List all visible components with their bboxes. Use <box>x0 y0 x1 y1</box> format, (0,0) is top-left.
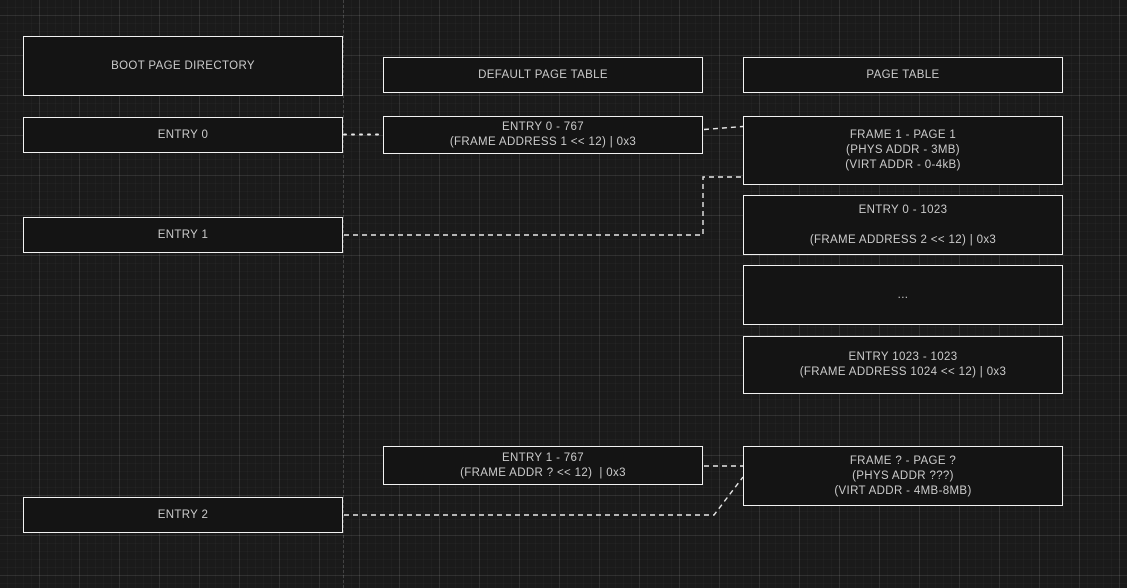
node-default-entry-0-767[interactable]: ENTRY 0 - 767 (FRAME ADDRESS 1 << 12) | … <box>383 116 703 154</box>
node-label: ENTRY 0 - 1023 (FRAME ADDRESS 2 << 12) |… <box>809 203 997 246</box>
node-pt-entry-0-1023[interactable]: ENTRY 0 - 1023 (FRAME ADDRESS 2 << 12) |… <box>743 195 1063 255</box>
node-label: ... <box>897 288 909 301</box>
node-label: ENTRY 1 <box>157 228 209 241</box>
node-entry-0[interactable]: ENTRY 0 <box>23 117 343 153</box>
node-default-page-table-header[interactable]: DEFAULT PAGE TABLE <box>383 57 703 93</box>
node-label: DEFAULT PAGE TABLE <box>478 68 608 81</box>
connector-default-entry0-to-frame1 <box>703 125 744 131</box>
node-label: FRAME 1 - PAGE 1 (PHYS ADDR - 3MB) (VIRT… <box>845 129 961 171</box>
node-frame-1-page-1[interactable]: FRAME 1 - PAGE 1 (PHYS ADDR - 3MB) (VIRT… <box>743 116 1063 185</box>
node-label: ENTRY 0 <box>157 128 209 141</box>
node-entry-1[interactable]: ENTRY 1 <box>23 217 343 253</box>
node-frame-q-page-q[interactable]: FRAME ? - PAGE ? (PHYS ADDR ???) (VIRT A… <box>743 446 1063 506</box>
node-boot-page-directory-header[interactable]: BOOT PAGE DIRECTORY <box>23 36 343 96</box>
node-page-table-header[interactable]: PAGE TABLE <box>743 57 1063 93</box>
node-label: FRAME ? - PAGE ? (PHYS ADDR ???) (VIRT A… <box>834 454 972 497</box>
node-entry-2[interactable]: ENTRY 2 <box>23 497 343 533</box>
node-label: BOOT PAGE DIRECTORY <box>111 59 255 72</box>
node-label: ENTRY 2 <box>157 508 209 521</box>
node-label: ENTRY 0 - 767 (FRAME ADDRESS 1 << 12) | … <box>449 121 637 148</box>
node-default-entry-1-767[interactable]: ENTRY 1 - 767 (FRAME ADDR ? << 12) | 0x3 <box>383 446 703 485</box>
connector-entry1-to-frame1 <box>344 176 743 236</box>
node-pt-ellipsis[interactable]: ... <box>743 265 1063 325</box>
vertical-guide-line <box>343 0 344 588</box>
node-label: PAGE TABLE <box>866 68 940 81</box>
node-label: ENTRY 1 - 767 (FRAME ADDR ? << 12) | 0x3 <box>460 451 626 479</box>
node-label: ENTRY 1023 - 1023 (FRAME ADDRESS 1024 <<… <box>799 351 1007 378</box>
node-pt-entry-1023-1023[interactable]: ENTRY 1023 - 1023 (FRAME ADDRESS 1024 <<… <box>743 336 1063 394</box>
